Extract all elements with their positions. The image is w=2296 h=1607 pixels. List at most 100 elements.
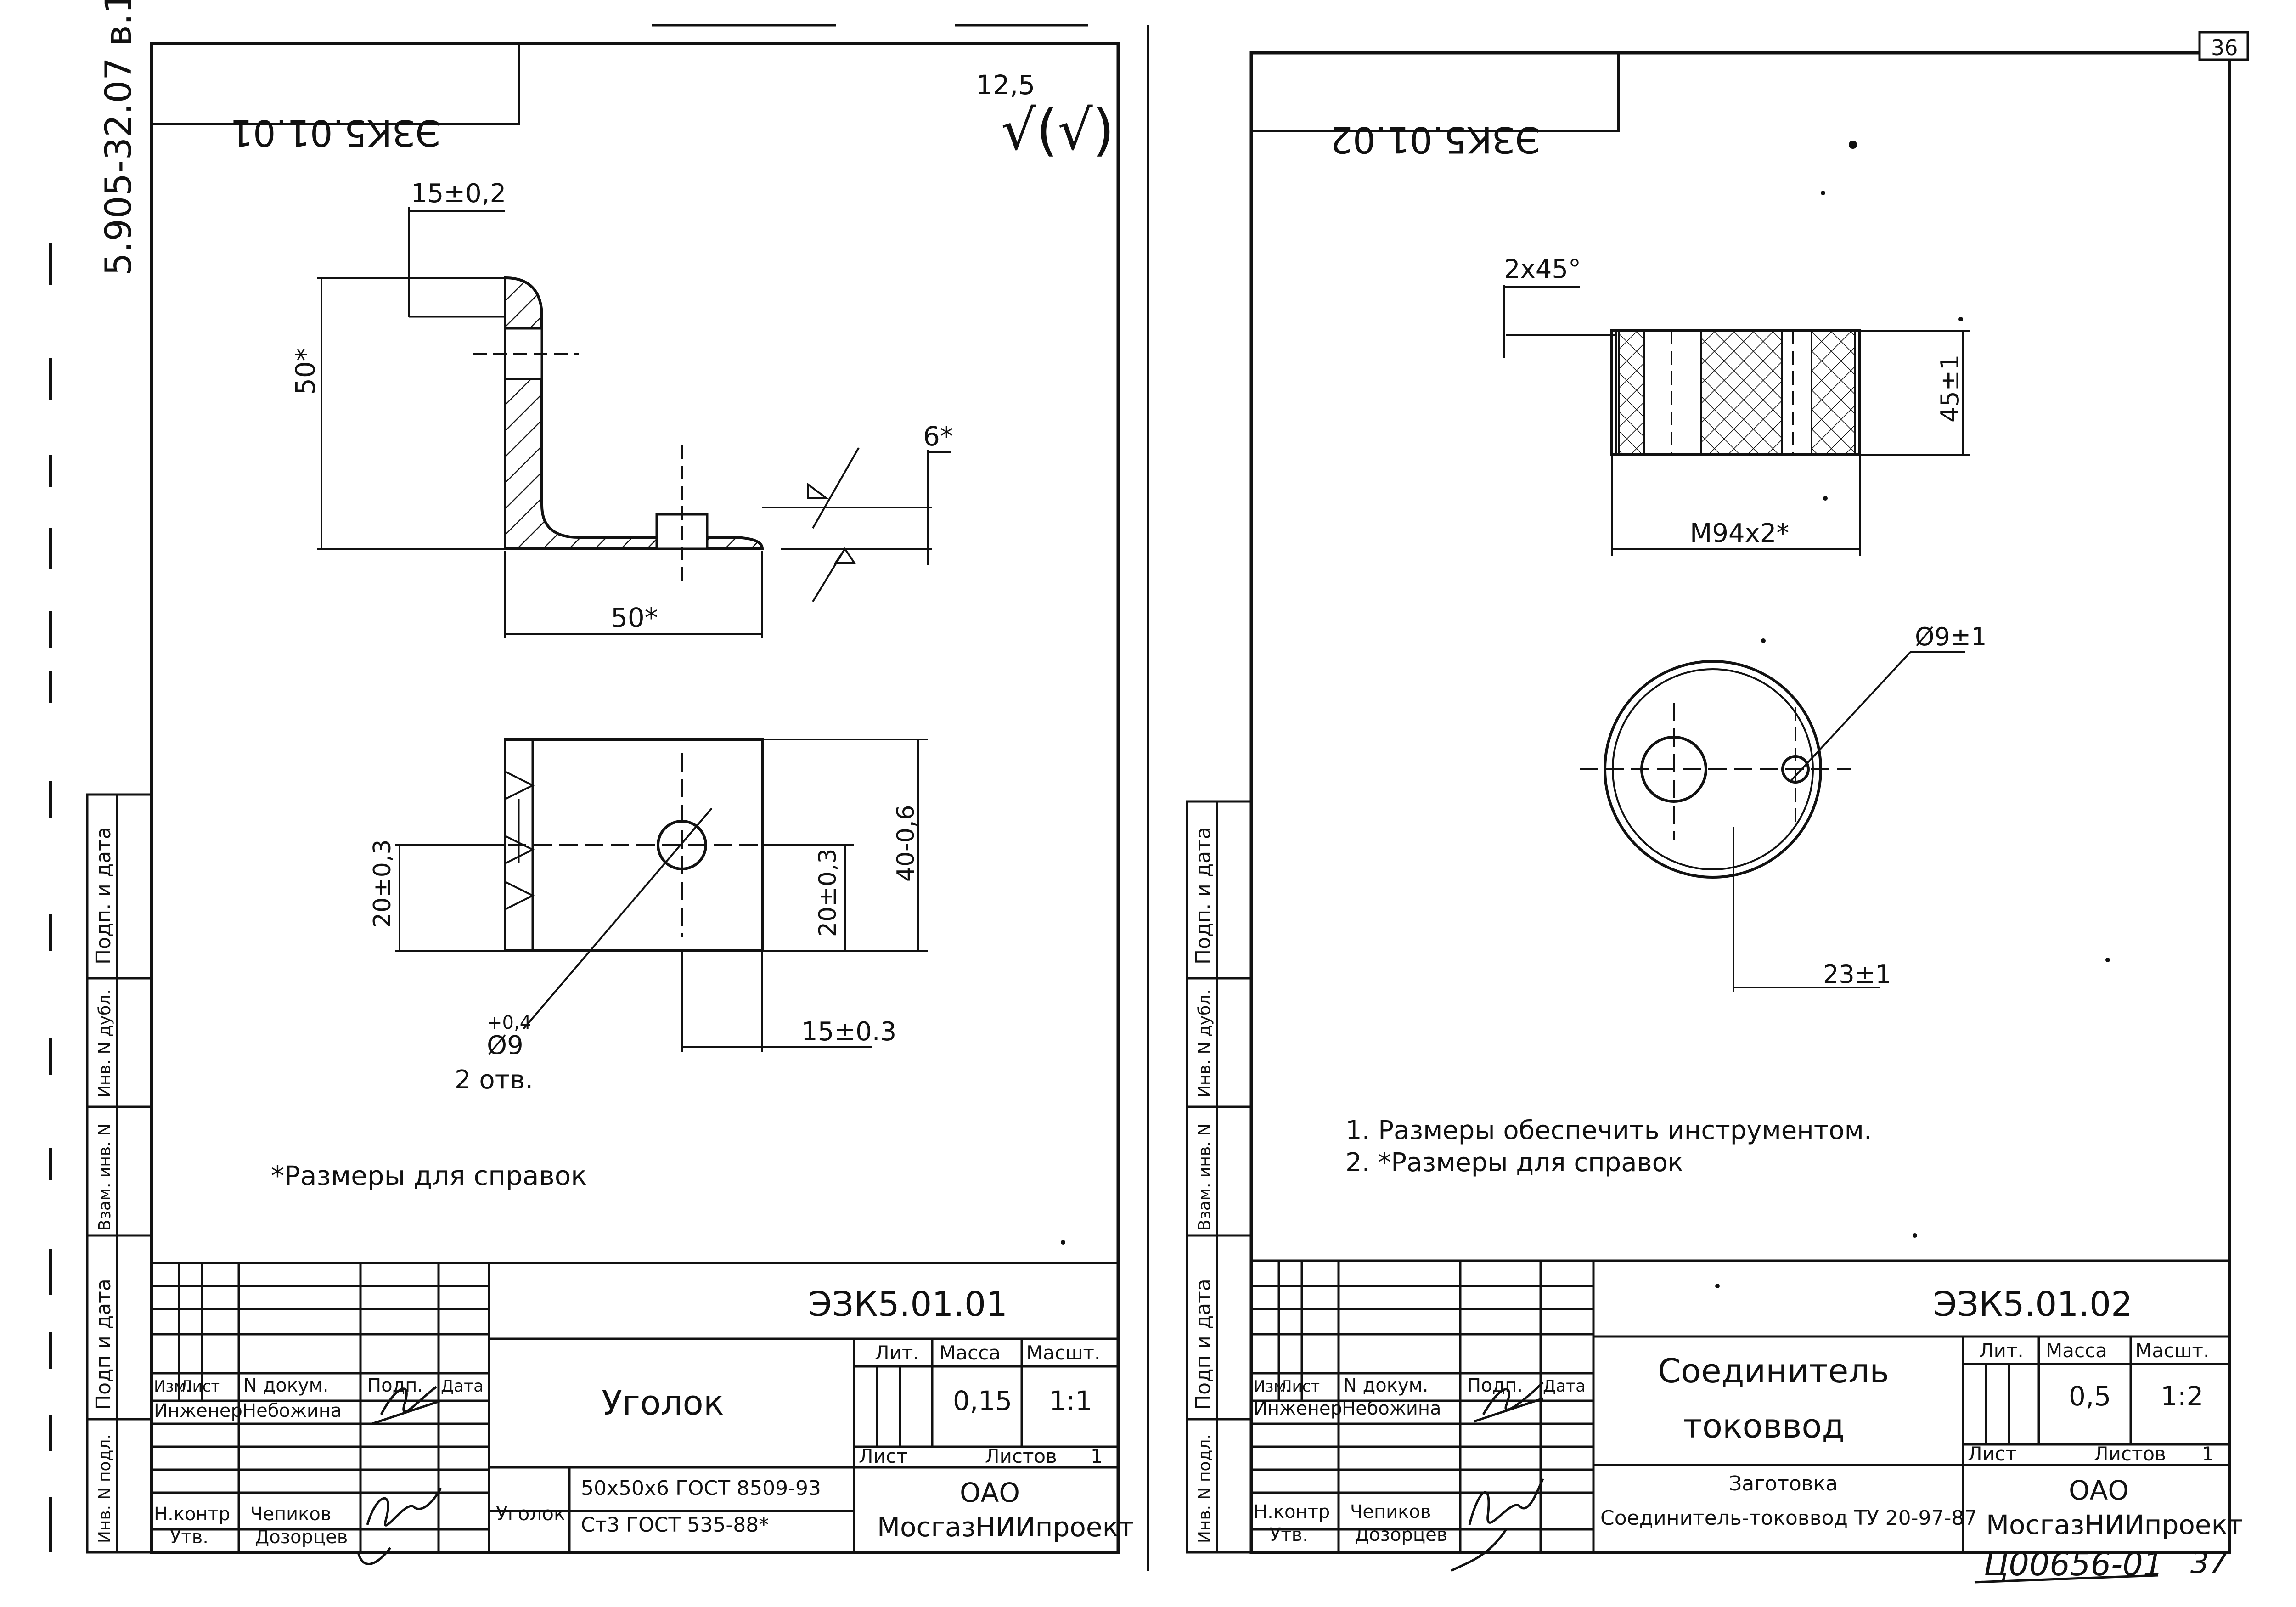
side-label-3: Взам. инв. N — [96, 1123, 114, 1231]
side-label-r4: Подп и дата — [1192, 1279, 1215, 1410]
right-tb-org1: ОАО — [2069, 1475, 2129, 1506]
dim-height-right: 45±1 — [1936, 355, 1964, 423]
side-label-r5: Инв. N подл. — [1195, 1434, 1214, 1543]
left-tb-scale-label: Масшт. — [1026, 1342, 1100, 1364]
left-title-block — [150, 1262, 1120, 1554]
dim-hole-tol: +0,4 — [487, 1012, 531, 1033]
left-tb-material2: Ст3 ГОСТ 535-88* — [581, 1513, 769, 1537]
left-tb-sheet-label: Лист — [859, 1445, 907, 1467]
right-sheet: ЭЗК5.01.02 36 2x45° 45±1 M94x2* — [1186, 31, 2249, 1584]
angle-section — [504, 276, 764, 550]
right-tb-scale-label: Масшт. — [2135, 1339, 2209, 1362]
left-frame — [150, 42, 1120, 1554]
right-tb-sheets: 1 — [2202, 1443, 2214, 1465]
left-tb-col-date: Дата — [441, 1377, 484, 1396]
right-tb-blank-value: Соединитель-токоввод ТУ 20-97-87 — [1600, 1506, 1977, 1530]
left-tb-name2: Чепиков — [250, 1504, 331, 1525]
right-frame — [1249, 51, 2231, 1554]
dim-hole-v2: 20±0,3 — [814, 849, 842, 937]
right-tb-scale: 1:2 — [2161, 1381, 2203, 1412]
left-tb-col-list: Лист — [180, 1377, 220, 1396]
margin-doc-code: 5.905-32.07 в.1 — [98, 0, 140, 276]
right-mirror-code: ЭЗК5.01.02 — [1330, 118, 1540, 160]
side-label-2: Инв. N дубл. — [96, 989, 114, 1098]
dim-hole-dia-right: Ø9±1 — [1915, 622, 1986, 651]
dim-thickness: 6* — [923, 421, 953, 452]
right-tb-code: ЭЗК5.01.02 — [1933, 1285, 2133, 1324]
right-tb-col-izm: Изм. — [1254, 1377, 1290, 1396]
side-label-r2: Инв. N дубл. — [1195, 989, 1214, 1098]
dim-length: 40-0,6 — [892, 805, 920, 882]
right-tb-role2: Н.контр — [1254, 1501, 1330, 1522]
right-note-2: 2. *Размеры для справок — [1345, 1148, 1683, 1178]
left-sheet: ЭЗК5.01.01 12,5 √(√) 15±0,2 50* 50* 6* — [86, 42, 1134, 1565]
left-note: *Размеры для справок — [271, 1160, 587, 1191]
handwritten-page: 37 — [2190, 1546, 2228, 1580]
right-tb-org2: МосгазНИИпроект — [1986, 1509, 2243, 1540]
left-tb-material-label: Уголок — [496, 1502, 565, 1525]
left-tb-name: Уголок — [602, 1383, 724, 1423]
dim-chamfer: 2x45° — [1504, 254, 1581, 284]
roughness-value: 12,5 — [976, 69, 1035, 101]
connector-face-view — [1580, 660, 1851, 879]
right-tb-name2b: Чепиков — [1350, 1501, 1431, 1522]
left-tb-sheets-label: Листов — [985, 1445, 1057, 1467]
dim-top-width: 15±0,2 — [411, 179, 506, 209]
roughness-symbol: √(√) — [1001, 99, 1114, 163]
right-tb-blank-label: Заготовка — [1729, 1472, 1838, 1495]
left-tb-mass-label: Масса — [939, 1342, 1001, 1364]
side-label-r3: Взам. инв. N — [1195, 1123, 1214, 1231]
left-tb-mass: 0,15 — [953, 1385, 1012, 1416]
right-note-1: 1. Размеры обеспечить инструментом. — [1345, 1116, 1872, 1145]
right-tb-role1: Инженер — [1254, 1398, 1342, 1419]
right-tb-role3: Утв. — [1270, 1524, 1308, 1545]
scan-specks — [1061, 141, 2110, 1288]
right-tb-lit-label: Лит. — [1979, 1339, 2024, 1362]
signature-4 — [1450, 1478, 1544, 1572]
right-tb-name1: Соединитель — [1658, 1352, 1889, 1390]
right-tb-col-date: Дата — [1543, 1377, 1586, 1396]
connector-side-view — [1610, 329, 1861, 456]
right-tb-name3b: Дозорцев — [1355, 1524, 1447, 1545]
right-tb-sheets-label: Листов — [2094, 1443, 2166, 1465]
left-tb-role1: Инженер — [154, 1400, 242, 1421]
right-tb-name1b: Небожина — [1342, 1398, 1441, 1419]
side-label-1: Подп. и дата — [92, 827, 115, 964]
right-tb-name2: токоввод — [1683, 1407, 1845, 1445]
right-tb-sheet-label: Лист — [1968, 1443, 2016, 1465]
signature-3 — [1474, 1381, 1544, 1423]
left-tb-material1: 50x50x6 ГОСТ 8509-93 — [581, 1477, 821, 1500]
right-tb-col-list: Лист — [1280, 1377, 1320, 1396]
side-label-r1: Подп. и дата — [1192, 827, 1215, 964]
dim-hole-v: 20±0,3 — [369, 840, 396, 928]
left-tb-name1: Небожина — [242, 1400, 342, 1421]
signature-1 — [371, 1386, 441, 1425]
right-title-block — [1250, 1259, 2231, 1554]
left-tb-col-izm: Изм. — [154, 1377, 191, 1396]
side-label-5: Инв. N подл. — [96, 1434, 114, 1543]
left-tb-name3: Дозорцев — [255, 1527, 348, 1548]
left-tb-scale: 1:1 — [1049, 1385, 1092, 1416]
dim-height: 50* — [290, 348, 321, 395]
sheet-number: 36 — [2211, 35, 2238, 60]
left-tb-role2: Н.контр — [154, 1504, 230, 1525]
left-tb-code: ЭЗК5.01.01 — [808, 1285, 1007, 1324]
left-tb-role3: Утв. — [170, 1527, 208, 1548]
side-label-4: Подп и дата — [92, 1279, 115, 1410]
dim-offset: 23±1 — [1823, 960, 1891, 989]
right-tb-col-doc: N докум. — [1343, 1375, 1429, 1396]
left-tb-sheets: 1 — [1091, 1445, 1103, 1467]
dim-hole-dia: Ø9 — [487, 1031, 523, 1060]
signature-2 — [357, 1487, 442, 1565]
dim-width: 50* — [611, 602, 658, 633]
left-tb-org2: МосгазНИИпроект — [877, 1511, 1134, 1543]
left-tb-org1: ОАО — [960, 1477, 1020, 1508]
dim-hole-h: 15±0.3 — [801, 1017, 896, 1047]
left-tb-col-doc: N докум. — [243, 1375, 329, 1396]
right-tb-mass: 0,5 — [2069, 1381, 2111, 1412]
dim-holes-count: 2 отв. — [455, 1065, 533, 1095]
right-tb-mass-label: Масса — [2046, 1339, 2107, 1362]
left-mirror-code: ЭЗК5.01.01 — [230, 112, 440, 153]
right-tb-col-sign: Подп. — [1467, 1375, 1523, 1396]
dim-thread: M94x2* — [1690, 519, 1789, 548]
